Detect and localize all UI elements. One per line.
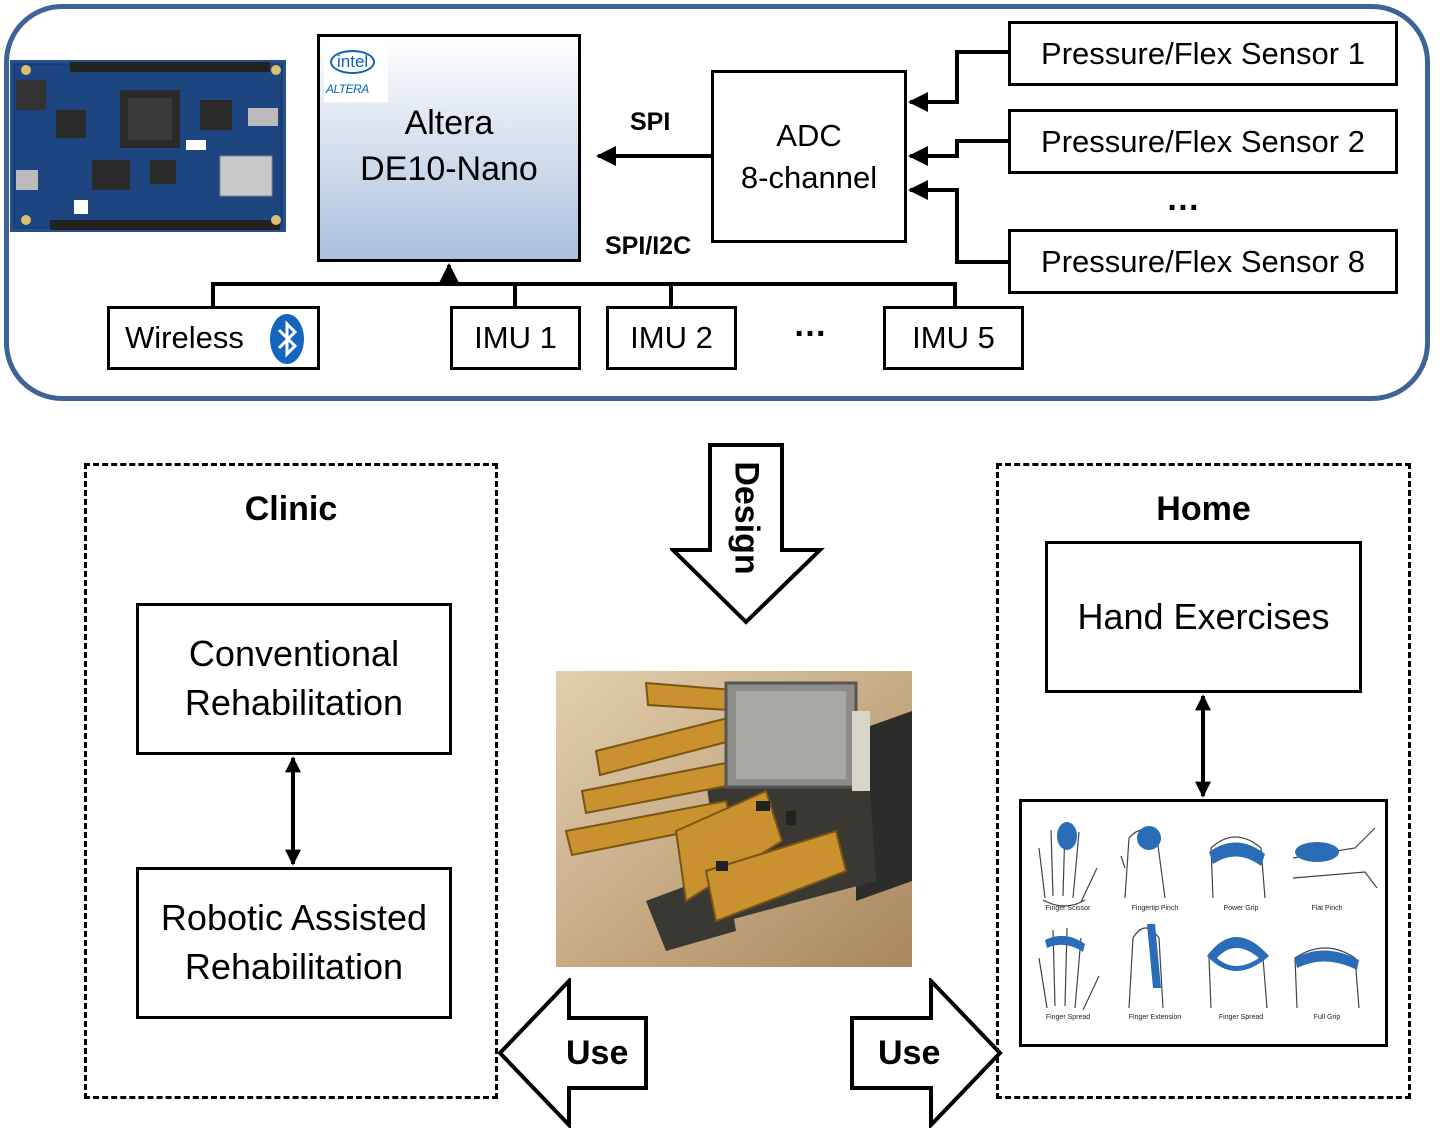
altera-logo-text: ALTERA [326, 82, 369, 96]
exercise-caption-8: Full Grip [1313, 1014, 1341, 1021]
design-label: Design [727, 461, 766, 575]
clinic-title: Clinic [244, 490, 338, 528]
design-arrow [670, 443, 825, 625]
use-right-label: Use [878, 1034, 941, 1072]
sensor-1-box: Pressure/Flex Sensor 1 [1008, 21, 1398, 86]
exercise-caption-3: Power Grip [1223, 905, 1259, 912]
wireless-label: Wireless [125, 320, 244, 356]
board-title-line1: Altera [404, 104, 494, 142]
imu-ellipsis: … [793, 306, 827, 344]
exercise-caption-2: Fingertip Pinch [1131, 905, 1179, 912]
exercise-hands-illustration [1038, 822, 1378, 1011]
adc-label-line2: 8-channel [740, 159, 878, 195]
adc-label-line1: ADC [776, 117, 842, 153]
robotic-line1: Robotic Assisted [160, 897, 428, 939]
conventional-rehab-box: Conventional Rehabilitation [136, 603, 452, 755]
home-panel [996, 463, 1411, 1099]
bluetooth-icon [270, 314, 304, 364]
robotic-rehab-box: Robotic Assisted Rehabilitation [136, 867, 452, 1019]
conventional-line1: Conventional [188, 633, 400, 675]
imu-5-box: IMU 5 [883, 306, 1024, 370]
home-double-arrow [1195, 694, 1211, 798]
exercise-caption-5: Finger Spread [1045, 1014, 1091, 1021]
conventional-line2: Rehabilitation [184, 682, 404, 723]
exercise-caption-7: Finger Spread [1218, 1014, 1264, 1021]
exercise-illustration-box [1019, 799, 1388, 1047]
de10-board-photo [10, 60, 286, 232]
sensor-2-box: Pressure/Flex Sensor 2 [1008, 109, 1398, 174]
intel-logo-text: intel [330, 50, 376, 74]
use-arrow-left [497, 978, 648, 1128]
top-connectors [211, 50, 1008, 306]
glove-photo [556, 671, 912, 967]
hand-exercises-box: Hand Exercises [1045, 541, 1362, 693]
use-left-label: Use [566, 1034, 629, 1072]
spi-label: SPI [630, 108, 671, 136]
exercise-caption-1: Finger Scissor [1045, 905, 1091, 912]
clinic-panel [84, 463, 498, 1099]
sensor-ellipsis: … [1166, 180, 1200, 218]
imu-2-box: IMU 2 [606, 306, 737, 370]
exercise-caption-6: Finger Extension [1128, 1014, 1182, 1021]
board-title-line2: DE10-Nano [360, 150, 538, 188]
intel-altera-logo: intel ALTERA [324, 44, 388, 102]
imu-1-box: IMU 1 [450, 306, 581, 370]
use-arrow-right [850, 978, 1003, 1128]
spi-i2c-label: SPI/I2C [605, 232, 692, 260]
sensor-8-box: Pressure/Flex Sensor 8 [1008, 229, 1398, 294]
home-title: Home [1156, 490, 1251, 528]
robotic-line2: Rehabilitation [184, 946, 404, 987]
exercise-caption-4: Flat Pinch [1311, 905, 1343, 912]
adc-box: ADC 8-channel [711, 70, 907, 243]
clinic-double-arrow [285, 756, 301, 866]
system-frame [4, 4, 1430, 401]
